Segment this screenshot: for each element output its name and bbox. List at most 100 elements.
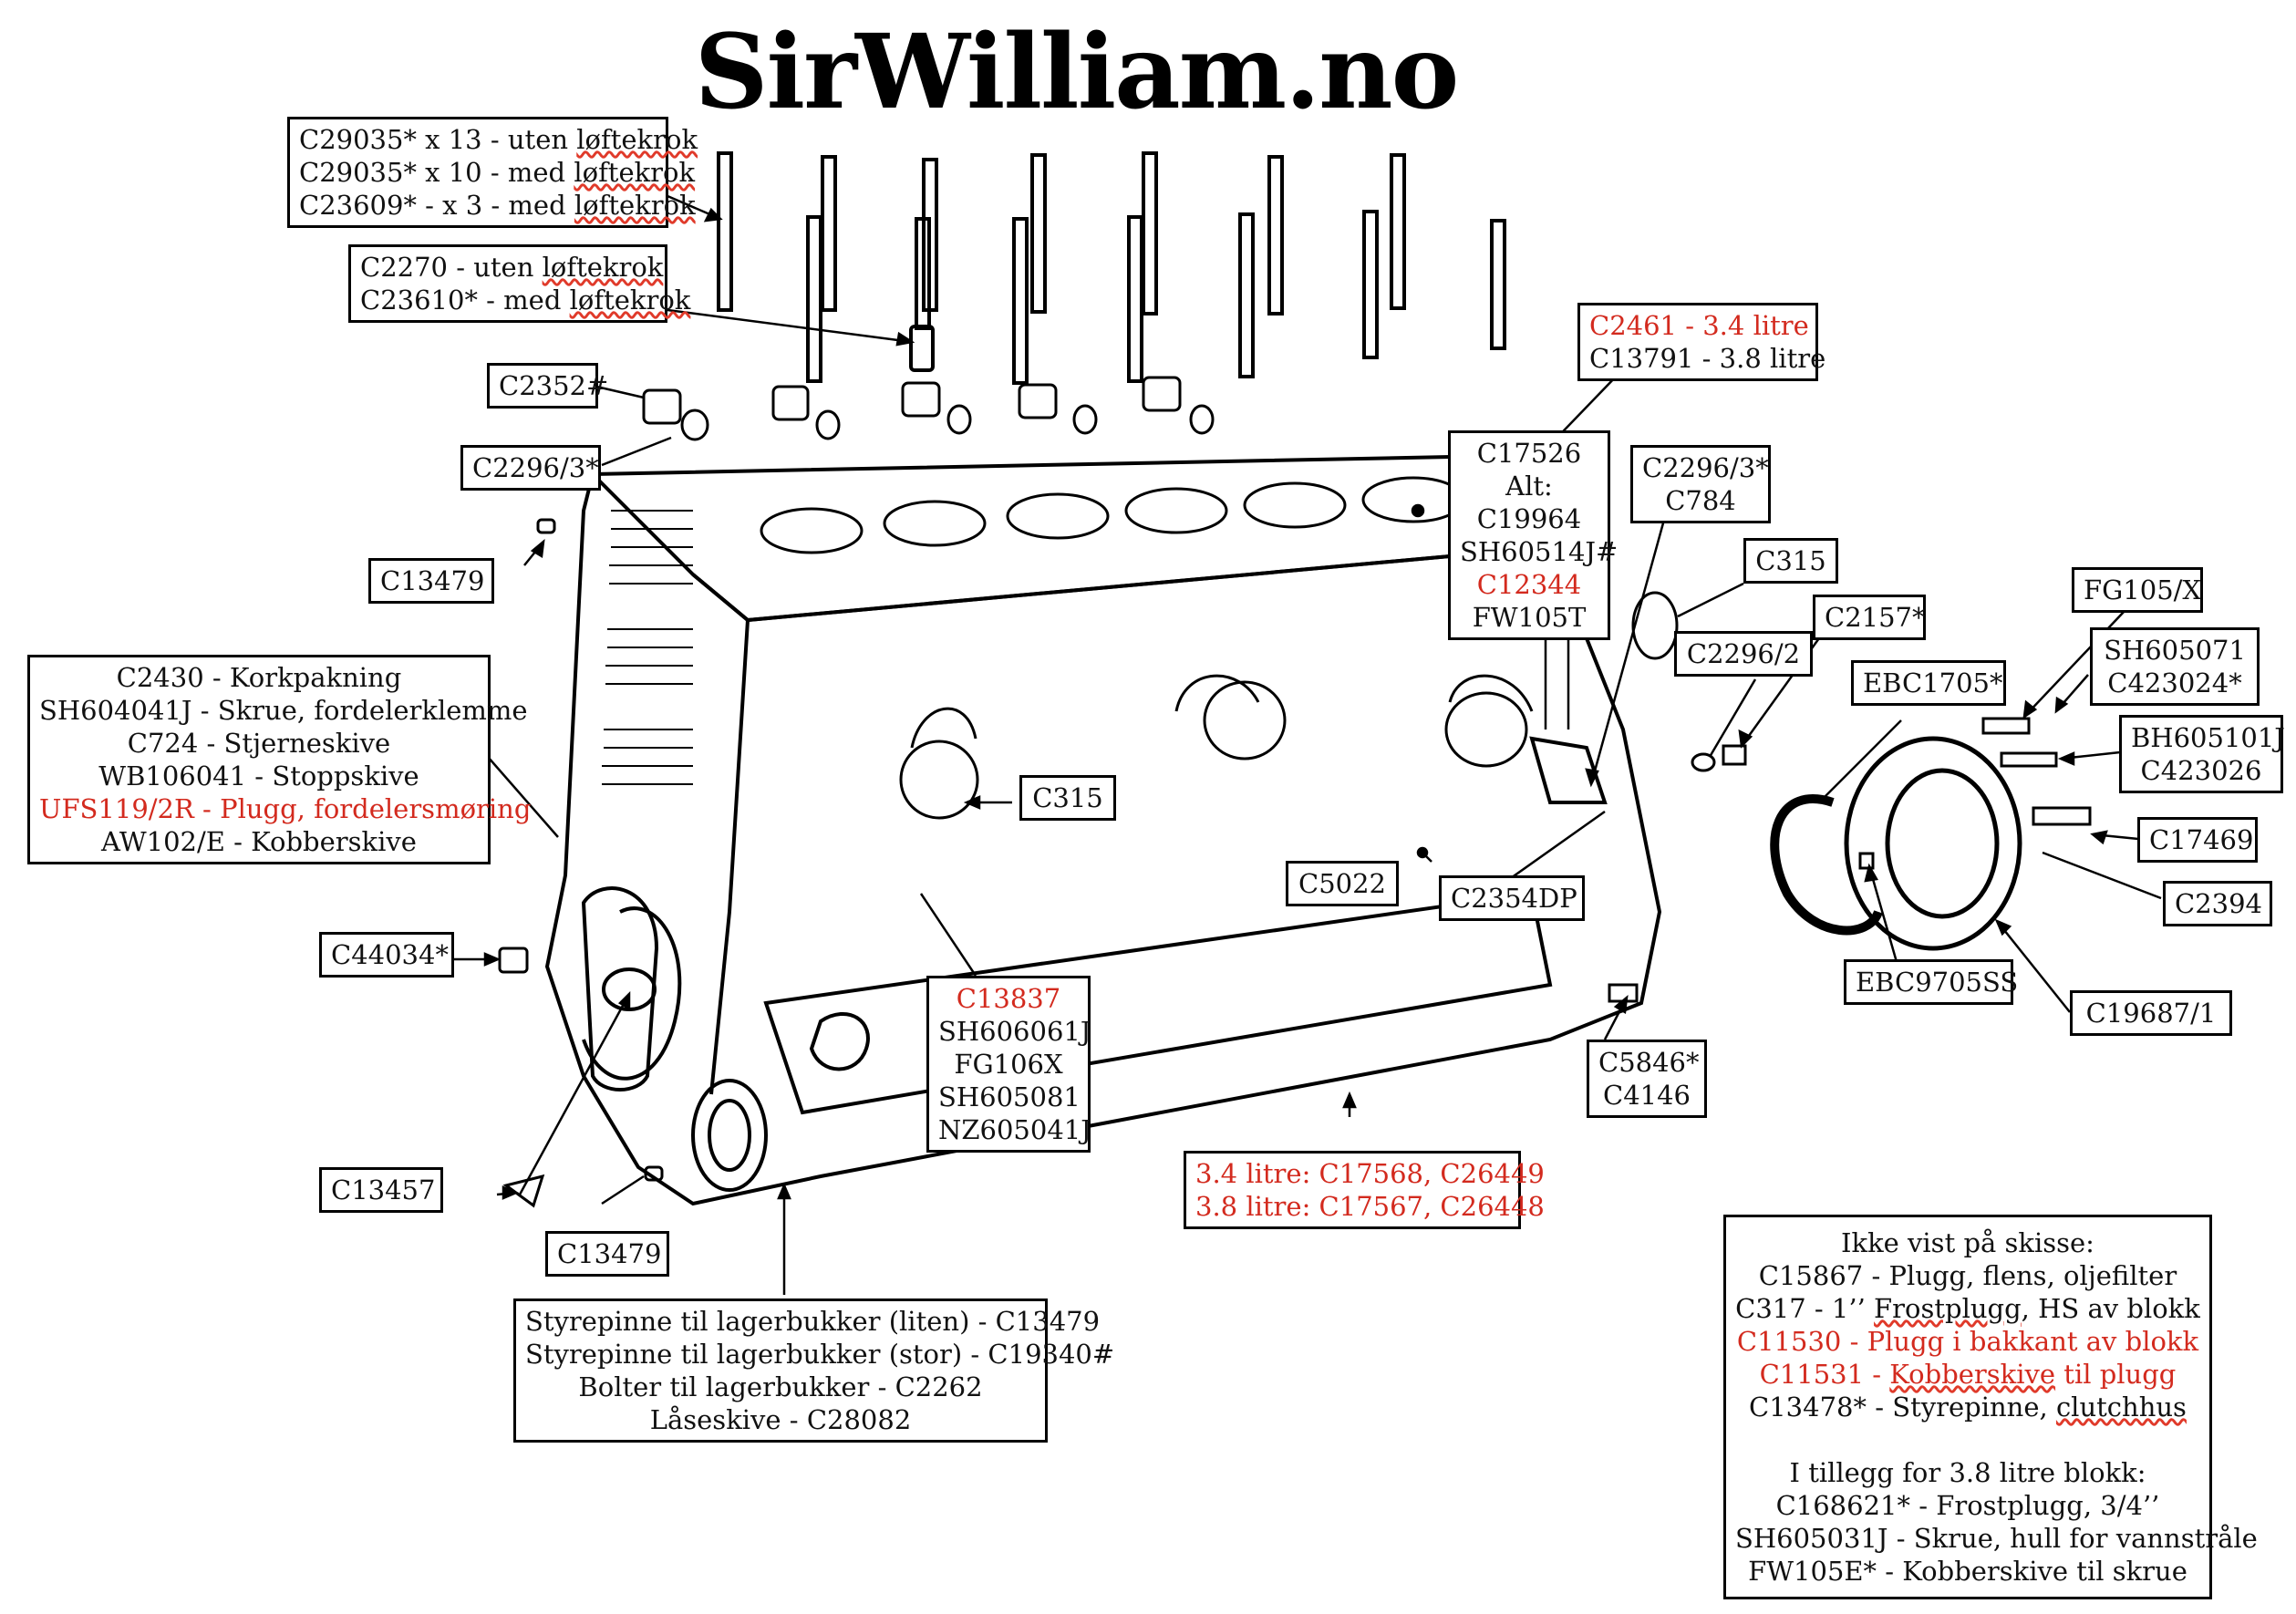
distributor-line-2: SH604041J - Skrue, fordelerklemme — [39, 695, 528, 726]
callout-c5846: C5846* C4146 — [1587, 1040, 1707, 1118]
callout-c44034: C44034* — [319, 932, 454, 978]
sh605071-line-2: C423024* — [2107, 667, 2242, 698]
fg105x-label: FG105/X — [2084, 574, 2202, 605]
distributor-line-4: WB106041 - Stoppskive — [98, 760, 419, 791]
block-body — [544, 473, 1662, 1206]
notes-line-2: C317 - 1’’ Frostplugg, HS av blokk — [1735, 1293, 2200, 1324]
bearing-line-1: Styrepinne til lagerbukker (liten) - C13… — [525, 1306, 1101, 1337]
c315-label: C315 — [1032, 782, 1103, 813]
stud-nuts-washers — [642, 376, 1215, 441]
c5846-line-1: C5846* — [1598, 1047, 1700, 1078]
bearing-line-4: Låseskive - C28082 — [649, 1404, 912, 1435]
callout-c13479-bottom: C13479 — [545, 1231, 669, 1277]
bearing-line-3: Bolter til lagerbukker - C2262 — [578, 1371, 983, 1402]
c13837-line-4: SH605081 — [938, 1081, 1081, 1112]
sh605071-line-1: SH605071 — [2104, 635, 2246, 666]
notes-line-7: SH605031J - Skrue, hull for vannstråle — [1735, 1523, 2258, 1554]
timing-side-parts — [1529, 591, 2092, 1003]
callout-c19687: C19687/1 — [2070, 990, 2232, 1036]
distributor-line-1: C2430 - Korkpakning — [116, 662, 402, 693]
block-left-ribs — [602, 510, 693, 785]
distributor-line-5: UFS119/2R - Plugg, fordelersmøring — [39, 793, 532, 824]
distributor-line-3: C724 - Stjerneskive — [127, 728, 391, 759]
callout-block-numbers: 3.4 litre: C17568, C26449 3.8 litre: C17… — [1184, 1151, 1545, 1229]
c2394-label: C2394 — [2175, 888, 2262, 919]
c2296-3-right-line-1: C2296/3* — [1642, 452, 1769, 483]
small-parts — [498, 518, 664, 1208]
studs-line-1: C29035* x 13 - uten løftekrok — [299, 124, 698, 155]
block-top-deck — [588, 453, 1553, 623]
lift-line-1: C2270 - uten løftekrok — [360, 252, 664, 283]
c315-right-label: C315 — [1755, 545, 1826, 576]
callout-head-studs: C29035* x 13 - uten løftekrok C29035* x … — [287, 117, 698, 228]
site-title: SirWilliam.no — [694, 13, 1460, 132]
c44034-label: C44034* — [331, 939, 449, 970]
callout-bearing-parts: Styrepinne til lagerbukker (liten) - C13… — [513, 1298, 1115, 1443]
ebc9705ss-label: EBC9705SS — [1856, 967, 2019, 998]
c13479-bottom-label: C13479 — [557, 1238, 662, 1269]
c13837-line-3: FG106X — [954, 1049, 1063, 1080]
c13457-label: C13457 — [331, 1174, 436, 1205]
c2354dp-label: C2354DP — [1451, 883, 1577, 914]
notes-line-3: C11530 - Plugg i bakkant av blokk — [1736, 1326, 2199, 1357]
lift-line-2: C23610* - med løftekrok — [360, 285, 691, 316]
c5022-label: C5022 — [1298, 868, 1386, 899]
c2157-label: C2157* — [1825, 602, 1926, 633]
c17526-line-1: C17526 — [1476, 438, 1582, 469]
callout-lifting-stud: C2270 - uten løftekrok C23610* - med løf… — [348, 244, 691, 323]
callout-c2354dp: C2354DP — [1439, 875, 1585, 921]
c2461-line-1: C2461 - 3.4 litre — [1589, 310, 1809, 341]
ebc1705-label: EBC1705* — [1863, 667, 2003, 698]
callout-c2296-3-right: C2296/3* C784 — [1630, 445, 1771, 523]
studs-line-3: C23609* - x 3 - med løftekrok — [299, 190, 696, 221]
c2296-2-label: C2296/2 — [1686, 638, 1801, 669]
bearing-line-2: Styrepinne til lagerbukker (stor) - C193… — [525, 1339, 1115, 1370]
notes-line-1: C15867 - Plugg, flens, oljefilter — [1758, 1260, 2177, 1291]
core-plugs — [899, 674, 1534, 820]
c17526-line-3: C19964 — [1476, 503, 1582, 534]
notes-line-4: C11531 - Kobberskive til plugg — [1759, 1359, 2177, 1390]
callout-c13479-top: C13479 — [368, 558, 494, 604]
callout-bh605101j: BH605101J C423026 — [2119, 715, 2285, 793]
notes-spacer — [1735, 1423, 2200, 1456]
callout-c5022: C5022 — [1286, 861, 1399, 906]
cylinder-head-studs — [717, 151, 1506, 385]
callout-c13837-group: C13837 SH606061J FG106X SH605081 NZ60504… — [926, 976, 1091, 1153]
callout-c2296-3-left: C2296/3* — [460, 445, 601, 491]
callout-c2394: C2394 — [2163, 881, 2272, 926]
c2461-line-2: C13791 - 3.8 litre — [1589, 343, 1826, 374]
bh605101j-line-2: C423026 — [2140, 755, 2262, 786]
callout-ebc9705ss: EBC9705SS — [1844, 959, 2019, 1005]
block-line-1: 3.4 litre: C17568, C26449 — [1195, 1158, 1545, 1189]
callout-fg105x: FG105/X — [2072, 567, 2203, 613]
c2296-3-label: C2296/3* — [472, 452, 599, 483]
studs-line-2: C29035* x 10 - med løftekrok — [299, 157, 696, 188]
callout-c2296-2: C2296/2 — [1674, 631, 1813, 677]
c17469-label: C17469 — [2149, 824, 2254, 855]
c17526-line-4: SH60514J# — [1460, 536, 1619, 567]
leader-lines — [447, 194, 2162, 1295]
callout-c2157: C2157* — [1813, 595, 1926, 640]
c17526-line-2: Alt: — [1505, 471, 1553, 502]
bh605101j-line-1: BH605101J — [2131, 722, 2285, 753]
callout-c13457: C13457 — [319, 1167, 443, 1213]
block-line-2: 3.8 litre: C17567, C26448 — [1195, 1191, 1545, 1222]
notes-line-5: C13478* - Styrepinne, clutchhus — [1749, 1392, 2187, 1423]
c5846-line-2: C4146 — [1603, 1080, 1691, 1111]
callout-c17469: C17469 — [2137, 817, 2258, 863]
notes-line-8: FW105E* - Kobberskive til skrue — [1748, 1556, 2187, 1587]
c17526-line-6: FW105T — [1472, 602, 1587, 633]
callout-ebc1705: EBC1705* — [1851, 660, 2006, 706]
distributor-line-6: AW102/E - Kobberskive — [101, 826, 417, 857]
c13837-line-2: SH606061J — [938, 1016, 1091, 1047]
callout-c17526-group: C17526 Alt: C19964 SH60514J# C12344 FW10… — [1448, 430, 1619, 640]
c13837-line-5: NZ605041J — [938, 1114, 1091, 1145]
notes-line-6: C168621* - Frostplugg, 3/4’’ — [1775, 1490, 2160, 1521]
c2296-3-right-line-2: C784 — [1665, 485, 1736, 516]
callout-c315-mid: C315 — [1019, 775, 1116, 821]
notes-heading: Ikke vist på skisse: — [1841, 1227, 2094, 1258]
c13479-label: C13479 — [380, 565, 485, 596]
c2352-label: C2352# — [499, 370, 609, 401]
callout-sh605071: SH605071 C423024* — [2090, 627, 2260, 706]
